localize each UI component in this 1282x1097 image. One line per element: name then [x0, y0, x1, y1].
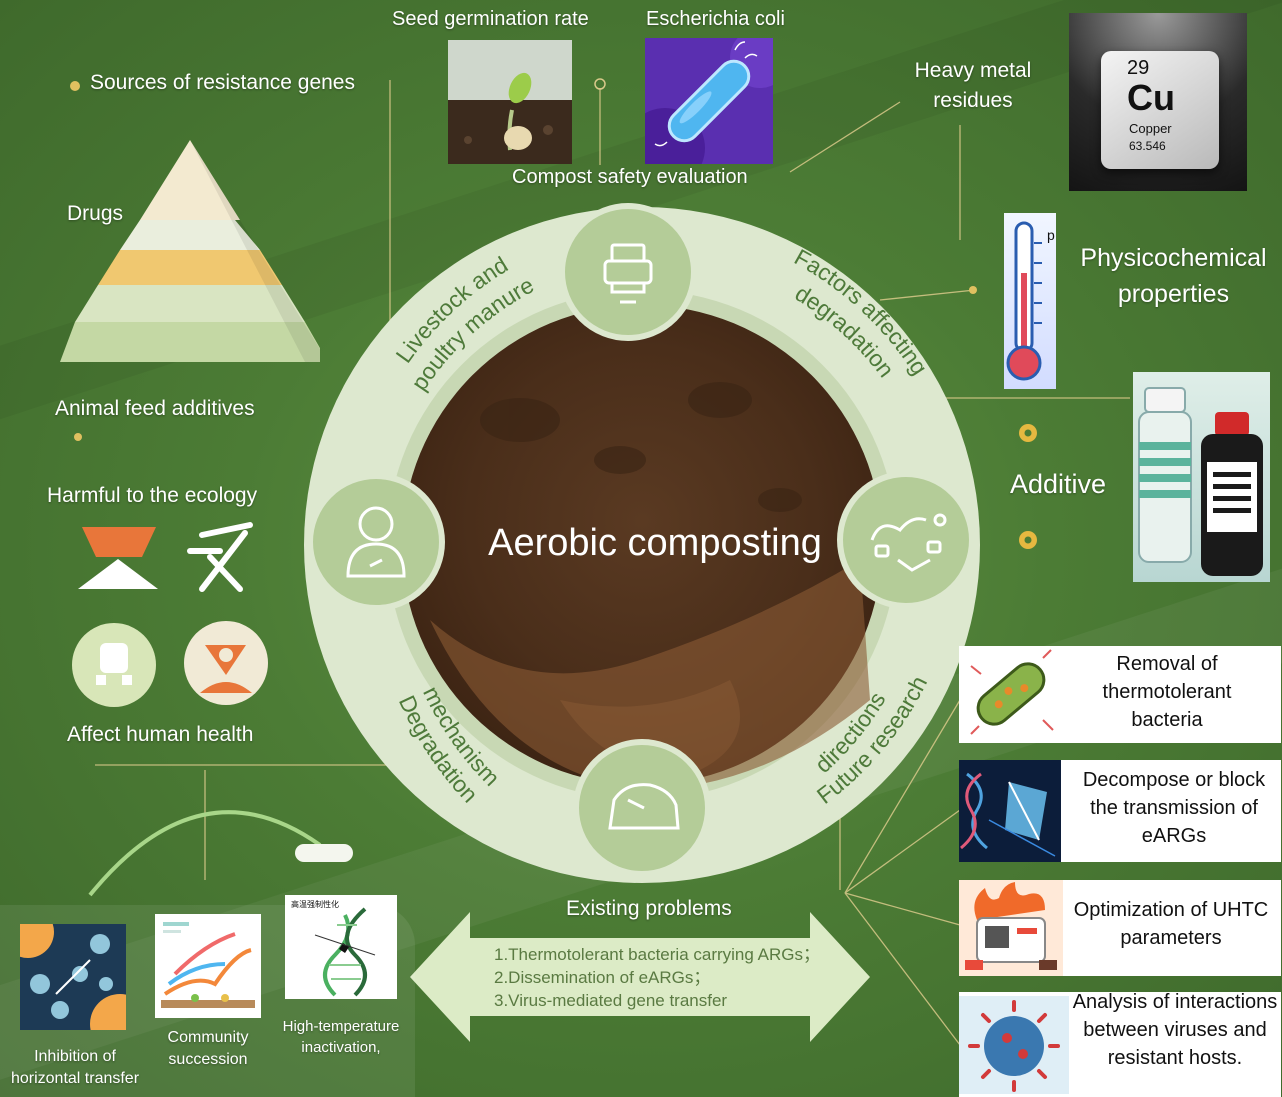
bottles-image — [1133, 372, 1270, 582]
future-item-card-4: Analysis of interactions between viruses… — [959, 991, 1281, 1097]
bottles-icon — [1138, 387, 1263, 576]
soil-texture — [430, 382, 870, 790]
heavy-metal-label: Heavy metal residues — [914, 59, 1032, 112]
bacterium-icon — [645, 38, 773, 164]
white-pill — [295, 844, 353, 862]
bottom-arc-line — [88, 810, 322, 897]
problem-item-2: 2.Dissemination of eARGs； — [494, 968, 711, 987]
problems-list: 1.Thermotolerant bacteria carrying ARGs；… — [494, 943, 820, 1012]
human-health-label: Affect human health — [67, 723, 254, 746]
high-temperature-caption: 高温强制性化 — [291, 900, 339, 909]
harmful-ecology-label: Harmful to the ecology — [47, 484, 258, 507]
node-left — [307, 473, 445, 611]
plasmid-transfer-icon — [20, 924, 126, 1030]
future-item-3: Optimization of UHTC parameters — [1073, 899, 1269, 949]
additive-label: Additive — [1010, 469, 1107, 499]
community-succession-image — [155, 914, 261, 1018]
copper-mass: 63.546 — [1129, 139, 1166, 153]
virus-image — [959, 996, 1069, 1094]
future-item-1: Removal of thermotolerant bacteria — [1102, 653, 1232, 731]
copper-name: Copper — [1129, 121, 1172, 136]
copper-symbol: Cu — [1127, 77, 1175, 118]
problems-arrow — [410, 912, 870, 1042]
high-temperature-label: High-temperature inactivation, — [282, 1018, 400, 1056]
hot-machine-image — [959, 880, 1063, 976]
future-item-card-2: Decompose or block the transmission of e… — [959, 760, 1281, 862]
virus-person-icon — [184, 621, 268, 705]
copper-element-card: 29 Cu Copper 63.546 — [1069, 13, 1247, 191]
seedling-image — [448, 40, 572, 164]
node-bottom — [573, 739, 711, 877]
existing-problems-title: Existing problems — [566, 897, 732, 920]
inhibition-label: Inhibition of horizontal transfer — [10, 1048, 140, 1087]
center-title: Aerobic composting — [488, 522, 822, 564]
problem-item-3: 3.Virus-mediated gene transfer — [494, 991, 728, 1010]
compost-heap-icon — [608, 783, 680, 830]
sick-person-icon — [72, 623, 156, 707]
dna-shield-image — [959, 760, 1061, 862]
factory-pollution-icon — [78, 527, 158, 589]
high-temperature-image: 高温强制性化 — [285, 895, 397, 999]
thermometer-letter: p — [1047, 227, 1055, 243]
physicochemical-label: Physicochemical properties — [1080, 244, 1267, 308]
copper-number: 29 — [1127, 57, 1150, 79]
ecology-icons — [72, 522, 268, 707]
node-top — [559, 203, 697, 341]
problem-item-1: 1.Thermotolerant bacteria carrying ARGs； — [494, 945, 820, 964]
horizontal-transfer-image — [20, 924, 126, 1030]
ecoli-image — [645, 38, 773, 164]
virus-icon — [968, 1000, 1060, 1092]
dna-shield-icon — [960, 772, 1056, 857]
thermometer-icon — [1006, 221, 1042, 381]
drugs-label: Drugs — [67, 202, 124, 225]
hot-machine-icon — [965, 882, 1057, 970]
thermometer-image: p — [1004, 213, 1056, 389]
copper-tile: 29 Cu Copper 63.546 — [1101, 51, 1219, 169]
person-icon — [346, 506, 406, 578]
printer-icon — [603, 243, 653, 304]
succession-chart-icon — [161, 922, 255, 1008]
rod-bacterium-icon — [970, 649, 1054, 735]
community-succession-label: Community succession — [167, 1029, 249, 1068]
future-item-card-1: Removal of thermotolerant bacteria — [959, 646, 1281, 743]
rod-bacterium-image — [959, 646, 1063, 743]
seed-germination-label: Seed germination rate — [392, 8, 589, 30]
sources-label: Sources of resistance genes — [90, 71, 355, 94]
pyramid-graphic — [60, 140, 320, 362]
dna-break-icon — [314, 907, 376, 997]
seedling-icon — [448, 40, 572, 164]
animal-feed-label: Animal feed additives — [55, 397, 255, 420]
compost-safety-label: Compost safety evaluation — [512, 166, 748, 188]
future-item-card-3: Optimization of UHTC parameters — [959, 880, 1281, 976]
future-item-4: Analysis of interactions between viruses… — [1072, 991, 1278, 1069]
fallen-tree-icon — [187, 522, 253, 592]
node-right — [837, 471, 975, 609]
future-item-2: Decompose or block the transmission of e… — [1082, 769, 1266, 847]
flask-molecule-icon — [870, 513, 947, 572]
ecoli-label: Escherichia coli — [646, 8, 785, 30]
